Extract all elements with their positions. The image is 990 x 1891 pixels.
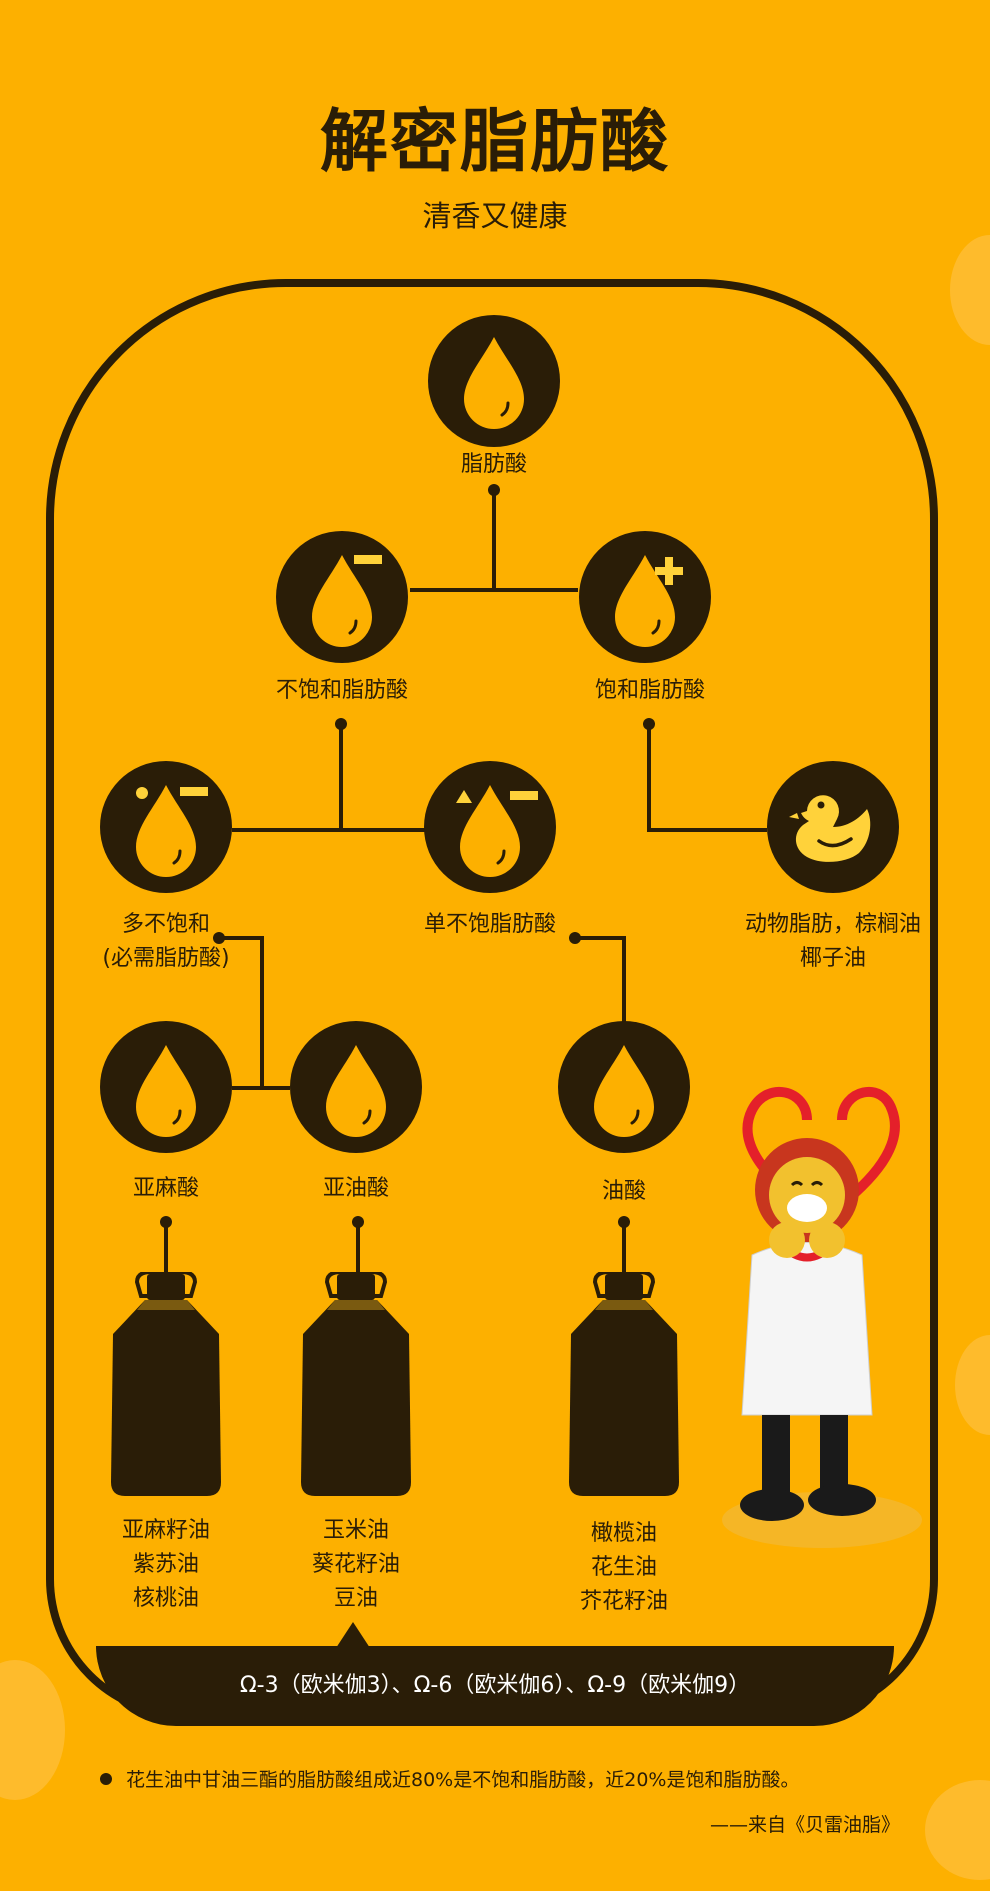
list-item: 核桃油 [132, 1586, 199, 1611]
label-unsaturated: 不饱和脂肪酸 [275, 678, 408, 703]
node-linoleic [290, 1021, 422, 1153]
lion-mascot-heart-icon [722, 1087, 922, 1548]
omega-band: Ω-3（欧米伽3）、Ω-6（欧米伽6）、Ω-9（欧米伽9） [96, 1646, 894, 1726]
list-item: 玉米油 [322, 1518, 389, 1543]
oil-drop-plus-icon [615, 555, 683, 647]
label-animal-fat-line2: 椰子油 [799, 946, 866, 971]
label-linoleic: 亚油酸 [322, 1176, 389, 1201]
oil-drop-icon [136, 1045, 196, 1137]
list-item: 芥花籽油 [579, 1589, 668, 1614]
label-animal-fat: 动物脂肪，棕榈油 椰子油 [728, 908, 938, 976]
node-animal-fat [767, 761, 899, 893]
label-oleic: 油酸 [601, 1179, 646, 1204]
peanut-decoration-icon [955, 1335, 990, 1435]
node-unsaturated [276, 531, 408, 663]
peanut-decoration-icon [950, 235, 990, 345]
oil-drop-dot-minus-icon [136, 785, 208, 877]
node-linolenic [100, 1021, 232, 1153]
list-item: 亚麻籽油 [121, 1518, 210, 1543]
footnote-text: 花生油中甘油三酯的脂肪酸组成近80%是不饱和脂肪酸，近20%是饱和脂肪酸。 [126, 1769, 800, 1791]
peanut-decoration-icon [0, 1660, 65, 1800]
label-monounsaturated: 单不饱脂肪酸 [423, 912, 556, 937]
peanut-decoration-icon [925, 1780, 990, 1880]
oil-drop-triangle-minus-icon [456, 785, 538, 877]
list-item: 橄榄油 [590, 1521, 657, 1546]
label-polyunsaturated-line2: (必需脂肪酸) [102, 946, 230, 971]
node-oleic [558, 1021, 690, 1153]
label-polyunsaturated-line1: 多不饱和 [121, 912, 210, 937]
bullet-icon [100, 1772, 112, 1785]
node-monounsaturated [424, 761, 556, 893]
source-credit: ——来自《贝雷油脂》 [709, 1814, 900, 1836]
duck-icon [789, 795, 871, 862]
list-item: 葵花籽油 [311, 1552, 400, 1577]
oil-bottle-icon [301, 1272, 411, 1496]
oil-drop-icon [594, 1045, 654, 1137]
node-saturated [579, 531, 711, 663]
oil-drop-icon [326, 1045, 386, 1137]
label-linolenic: 亚麻酸 [132, 1176, 199, 1201]
oil-bottle-icon [111, 1272, 221, 1496]
oil-drop-minus-icon [312, 555, 382, 647]
list-item: 豆油 [333, 1586, 378, 1611]
oil-list-oleic: 橄榄油 花生油 芥花籽油 [544, 1517, 704, 1619]
page-subtitle: 清香又健康 [422, 199, 568, 233]
list-item: 紫苏油 [132, 1552, 199, 1577]
oil-drop-icon [464, 337, 524, 429]
oil-list-linolenic: 亚麻籽油 紫苏油 核桃油 [86, 1514, 246, 1616]
label-animal-fat-line1: 动物脂肪，棕榈油 [744, 912, 921, 937]
pointer-triangle [336, 1622, 370, 1648]
label-polyunsaturated: 多不饱和 (必需脂肪酸) [80, 908, 252, 976]
label-fatty-acid: 脂肪酸 [460, 452, 527, 477]
node-polyunsaturated [100, 761, 232, 893]
node-fatty-acid [428, 315, 560, 447]
oil-list-linoleic: 玉米油 葵花籽油 豆油 [276, 1514, 436, 1616]
page-title: 解密脂肪酸 [319, 103, 670, 182]
list-item: 花生油 [590, 1555, 657, 1580]
oil-bottle-icon [569, 1272, 679, 1496]
footnote: 花生油中甘油三酯的脂肪酸组成近80%是不饱和脂肪酸，近20%是饱和脂肪酸。 [100, 1765, 799, 1792]
label-saturated: 饱和脂肪酸 [594, 678, 705, 703]
